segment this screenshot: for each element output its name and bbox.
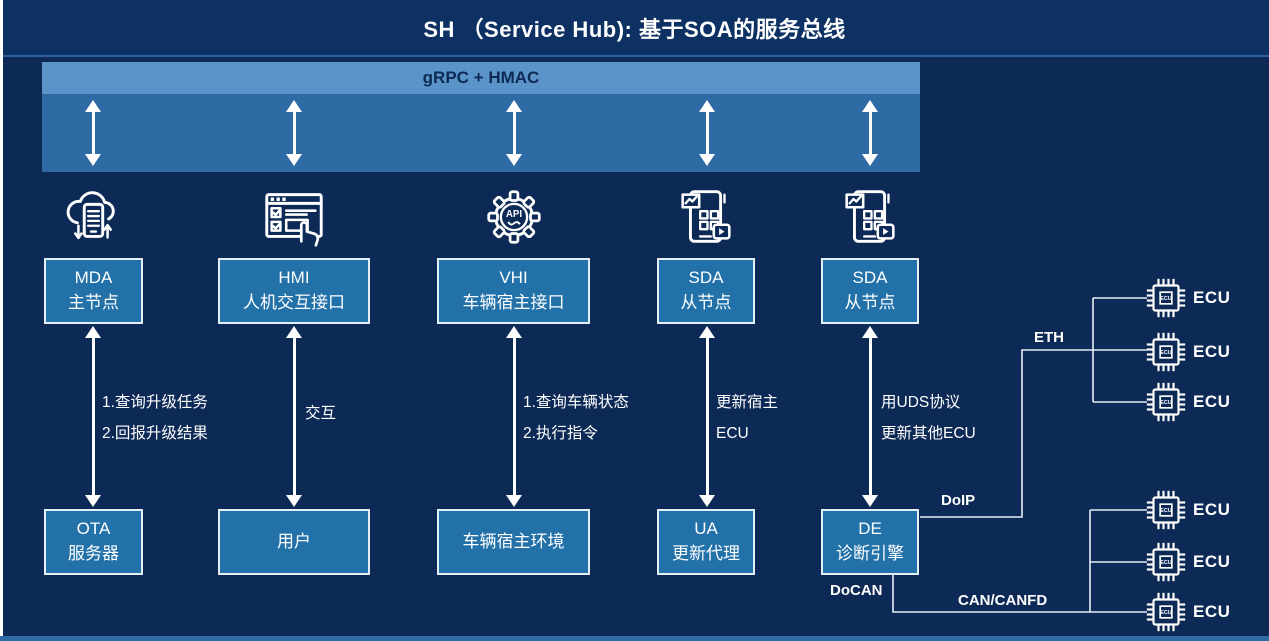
ecu-label: ECU [1193, 552, 1231, 571]
node-box-sda-2: SDA 从节点 [821, 258, 919, 324]
hmi-touch-icon [259, 182, 329, 252]
box-label: 主节点 [68, 293, 119, 312]
svg-text:ECU: ECU [1160, 560, 1172, 566]
svg-text:ECU: ECU [1160, 508, 1172, 514]
page-title: SH （Service Hub): 基于SOA的服务总线 [423, 16, 846, 42]
ecu-label: ECU [1193, 342, 1231, 361]
double-arrow-icon [862, 100, 878, 166]
box-label: MDA [74, 268, 113, 288]
box-label: 诊断引擎 [836, 544, 904, 563]
box-label: 从节点 [844, 293, 896, 312]
chip-icon: ECU [1146, 332, 1186, 372]
double-arrow-icon [286, 326, 302, 507]
cloud-ota-icon [58, 182, 128, 252]
flow-label-sda-de: 用UDS协议 更新其他ECU [881, 394, 976, 442]
box-label: VHI [499, 268, 528, 288]
ecu-node: ECU ECU [1146, 380, 1230, 424]
double-arrow-icon [506, 326, 522, 507]
box-label: HMI [278, 268, 310, 288]
bottom-edge-strip [0, 636, 1269, 641]
title-band: SH （Service Hub): 基于SOA的服务总线 [0, 0, 1269, 55]
box-label: SDA [688, 268, 724, 288]
node-box-user: 用户 [218, 509, 370, 575]
box-label: 车辆宿主接口 [462, 293, 565, 312]
node-box-de: DE 诊断引擎 [821, 509, 919, 575]
node-box-sda-1: SDA 从节点 [657, 258, 755, 324]
box-label: OTA [76, 519, 111, 539]
svg-text:API: API [506, 209, 523, 220]
svg-text:ECU: ECU [1160, 296, 1172, 302]
title-separator [0, 55, 1269, 57]
gear-api-icon: API [479, 182, 549, 252]
can-canfd-label: CAN/CANFD [958, 592, 1048, 609]
box-label: 用户 [277, 531, 311, 551]
svg-text:ECU: ECU [1160, 400, 1172, 406]
ecu-label: ECU [1193, 288, 1231, 307]
flow-label-sda-ua: 更新宿主 ECU [716, 394, 779, 442]
chip-icon: ECU [1146, 382, 1186, 422]
ecu-label: ECU [1193, 500, 1231, 519]
node-box-ua: UA 更新代理 [657, 509, 755, 575]
chip-icon: ECU [1146, 490, 1186, 530]
box-label: 服务器 [68, 544, 119, 563]
bus-arrow-band [42, 94, 920, 172]
double-arrow-icon [85, 100, 101, 166]
ecu-node: ECU ECU [1146, 276, 1230, 320]
app-media-icon [671, 182, 741, 252]
flow-label-vhi-env: 1.查询车辆状态 2.执行指令 [523, 394, 629, 442]
app-media-icon [835, 182, 905, 252]
double-arrow-icon [699, 326, 715, 507]
eth-label: ETH [1034, 329, 1064, 346]
double-arrow-icon [85, 326, 101, 507]
chip-icon: ECU [1146, 278, 1186, 318]
double-arrow-icon [286, 100, 302, 166]
double-arrow-icon [699, 100, 715, 166]
node-box-vhi: VHI 车辆宿主接口 [437, 258, 590, 324]
flow-label-mda-ota: 1.查询升级任务 2.回报升级结果 [102, 394, 208, 442]
ecu-node: ECU ECU [1146, 330, 1230, 374]
bus-label: gRPC + HMAC [422, 68, 540, 87]
flow-label-hmi-user: 交互 [305, 405, 337, 422]
svg-text:ECU: ECU [1160, 610, 1172, 616]
node-box-mda: MDA 主节点 [44, 258, 143, 324]
box-label: 车辆宿主环境 [462, 531, 565, 551]
doip-label: DoIP [941, 492, 976, 509]
box-label: DE [858, 519, 882, 539]
ecu-node: ECU ECU [1146, 488, 1230, 532]
box-label: SDA [852, 268, 888, 288]
ecu-label: ECU [1193, 602, 1231, 621]
double-arrow-icon [862, 326, 878, 507]
box-label: UA [694, 519, 718, 539]
node-box-ota-server: OTA 服务器 [44, 509, 143, 575]
box-label: 人机交互接口 [243, 293, 345, 312]
docan-label: DoCAN [830, 582, 883, 599]
chip-icon: ECU [1146, 592, 1186, 632]
box-label: 更新代理 [672, 544, 740, 563]
left-edge-border [0, 0, 3, 641]
node-box-hmi: HMI 人机交互接口 [218, 258, 370, 324]
double-arrow-icon [506, 100, 522, 166]
node-box-vehicle-host-env: 车辆宿主环境 [437, 509, 590, 575]
grpc-hmac-bus: gRPC + HMAC [42, 62, 920, 94]
ecu-label: ECU [1193, 392, 1231, 411]
chip-icon: ECU [1146, 542, 1186, 582]
svg-text:ECU: ECU [1160, 350, 1172, 356]
box-label: 从节点 [680, 293, 732, 312]
ecu-node: ECU ECU [1146, 590, 1230, 634]
ecu-node: ECU ECU [1146, 540, 1230, 584]
